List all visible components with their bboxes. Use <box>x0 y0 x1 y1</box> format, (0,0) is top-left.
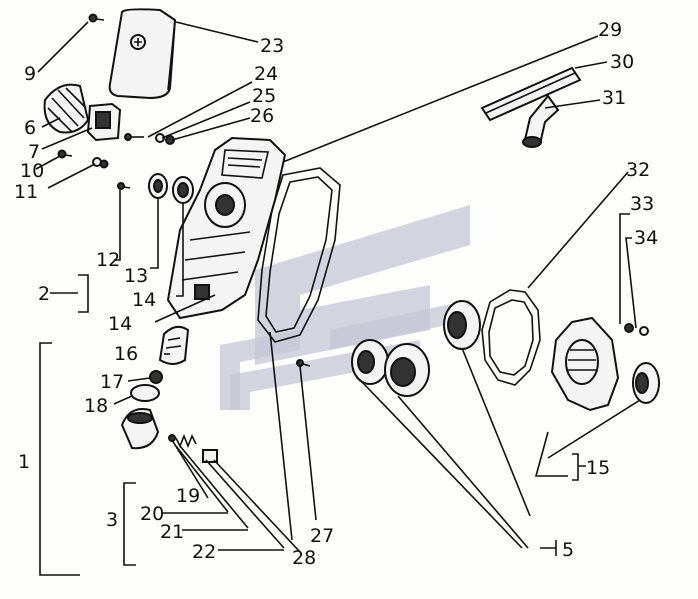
label-15: 16 <box>114 343 138 365</box>
label-14-left: 14 <box>108 313 132 335</box>
seal-12-part <box>148 173 168 199</box>
screw-33-part <box>639 326 649 336</box>
label-30: 31 <box>602 87 626 109</box>
label-12: 13 <box>124 265 148 287</box>
screw-23-part <box>124 133 144 141</box>
label-25: 26 <box>250 105 274 127</box>
plug-21-part <box>202 449 218 463</box>
housing-7-part <box>86 102 122 142</box>
label-5: 5 <box>562 539 574 561</box>
filter-15-part <box>158 325 190 365</box>
cover-gasket-31-part <box>481 289 541 386</box>
ring-17-part <box>130 384 160 402</box>
washer-32-part <box>624 323 634 333</box>
washer-10-part <box>92 157 109 169</box>
label-20: 21 <box>160 521 184 543</box>
air-filter-cover-part <box>108 8 177 100</box>
label-7: 7 <box>28 141 40 163</box>
label-14-right: 15 <box>586 457 610 479</box>
label-27: 28 <box>292 547 316 569</box>
screw-9-part <box>57 149 73 159</box>
oil-cap-part <box>120 408 160 450</box>
label-17: 18 <box>84 395 108 417</box>
label-22: 23 <box>260 35 284 57</box>
callout-labels: 9 23 6 7 10 11 24 25 26 29 30 31 32 33 3… <box>14 19 658 569</box>
nut-16-part <box>149 370 163 384</box>
seal-13-part <box>172 176 194 204</box>
label-23: 24 <box>254 63 278 85</box>
label-33: 34 <box>634 227 658 249</box>
gasket-part <box>257 167 341 343</box>
label-24: 25 <box>252 85 276 107</box>
fan-grille-part <box>43 83 90 134</box>
label-21: 22 <box>192 541 216 563</box>
label-19: 20 <box>140 503 164 525</box>
breather-tube-29-part <box>480 66 582 122</box>
crankcase-cover-part <box>166 136 287 320</box>
label-31: 32 <box>626 159 650 181</box>
leader-lines <box>35 21 641 576</box>
bearing-34-part <box>443 300 481 350</box>
label-16: 17 <box>100 371 124 393</box>
label-6: 6 <box>24 117 36 139</box>
side-cover-part <box>550 316 620 412</box>
label-11: 12 <box>96 249 120 271</box>
label-1: 1 <box>18 451 30 473</box>
label-3: 3 <box>106 509 118 531</box>
label-9: 10 <box>20 160 44 182</box>
label-32: 33 <box>630 193 654 215</box>
label-10: 11 <box>14 181 38 203</box>
screw-8-part <box>88 13 105 23</box>
label-29: 30 <box>610 51 634 73</box>
label-26: 27 <box>310 525 334 547</box>
label-13: 14 <box>132 289 156 311</box>
bearing-14-part <box>632 362 660 404</box>
gear-5-part <box>351 339 430 397</box>
label-2: 2 <box>38 283 50 305</box>
screw-11-part <box>117 182 131 190</box>
label-28: 29 <box>598 19 622 41</box>
label-18: 19 <box>176 485 200 507</box>
label-8: 9 <box>24 63 36 85</box>
